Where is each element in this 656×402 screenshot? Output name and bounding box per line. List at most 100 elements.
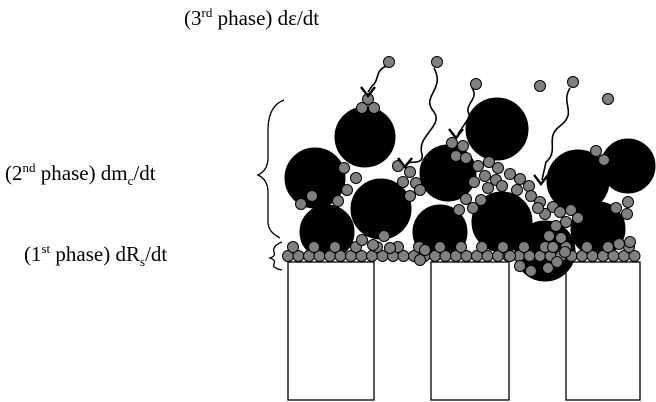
small-particle	[378, 230, 390, 242]
small-particle	[434, 241, 446, 253]
small-particle	[475, 194, 487, 206]
arrowhead	[448, 128, 464, 140]
small-particle	[362, 93, 374, 105]
small-particle	[368, 102, 380, 114]
large-particle	[465, 97, 529, 161]
small-particle	[581, 241, 593, 253]
small-particle	[624, 236, 636, 248]
small-particle	[457, 140, 469, 152]
small-particle	[492, 162, 504, 174]
arrowhead	[360, 86, 376, 98]
small-particle	[308, 241, 320, 253]
small-particle	[555, 232, 567, 244]
phase2-brace	[256, 99, 285, 239]
small-particle	[356, 234, 368, 246]
particle-trajectory	[405, 67, 439, 165]
small-particle	[472, 160, 484, 172]
small-particles	[282, 56, 641, 277]
support-pillar	[287, 261, 375, 401]
particle-trajectory	[541, 87, 571, 181]
phase2-label: (2nd phase) dmc/dt	[5, 160, 156, 188]
arrowhead	[397, 157, 413, 169]
small-particle	[532, 202, 544, 214]
small-particle	[497, 241, 509, 253]
small-particle	[534, 80, 546, 92]
small-particle	[598, 154, 610, 166]
support-pillar	[430, 261, 510, 401]
support-pillar	[565, 261, 641, 401]
small-particle	[414, 184, 426, 196]
small-particle	[295, 198, 307, 210]
small-particle	[329, 241, 341, 253]
large-particle	[334, 106, 396, 168]
small-particle	[431, 56, 443, 68]
small-particle	[622, 196, 634, 208]
small-particle	[560, 216, 572, 228]
small-particle	[397, 176, 409, 188]
small-particle	[621, 208, 633, 220]
small-particle	[550, 220, 562, 232]
large-particle	[600, 138, 656, 194]
small-particle	[610, 202, 622, 214]
arrowhead	[533, 174, 549, 186]
small-particle	[496, 180, 508, 192]
small-particle	[460, 152, 472, 164]
small-particle	[514, 173, 526, 185]
small-particle	[338, 162, 350, 174]
small-particle	[468, 176, 480, 188]
small-particle	[525, 190, 537, 202]
small-particle	[367, 239, 379, 251]
small-particle	[453, 204, 465, 216]
phase1-brace	[267, 241, 283, 271]
small-particle	[446, 137, 458, 149]
small-particle	[455, 241, 467, 253]
small-particle	[404, 190, 416, 202]
small-particle	[628, 250, 641, 262]
small-particle	[482, 182, 494, 194]
small-particle	[525, 265, 537, 277]
small-particle	[479, 170, 491, 182]
small-particle	[613, 238, 625, 250]
small-particle	[602, 93, 614, 105]
small-particle	[554, 206, 566, 218]
small-particle	[572, 212, 584, 224]
small-particle	[559, 246, 571, 258]
small-particle	[470, 78, 482, 90]
small-particle	[504, 168, 516, 180]
small-particle	[567, 76, 579, 88]
small-particle	[483, 156, 495, 168]
small-particle	[414, 254, 426, 266]
small-particle	[542, 262, 554, 274]
small-particle	[356, 102, 368, 114]
particle-trajectory	[457, 87, 475, 135]
small-particle	[514, 260, 526, 272]
small-particle	[306, 190, 318, 202]
small-particle	[404, 166, 416, 178]
filter-support	[287, 261, 641, 401]
small-particle	[450, 150, 462, 162]
small-particle	[287, 241, 299, 253]
phase3-label: (3rd phase) dε/dt	[184, 5, 319, 30]
phase1-label: (1st phase) dRs/dt	[24, 241, 167, 269]
small-particle	[504, 250, 516, 262]
small-particle	[518, 241, 530, 253]
small-particle	[602, 241, 614, 253]
small-particle	[565, 204, 577, 216]
particle-trajectories	[360, 65, 571, 186]
small-particle	[511, 184, 523, 196]
small-particle	[476, 241, 488, 253]
small-particle	[350, 172, 362, 184]
small-particle	[460, 193, 472, 205]
small-particle	[383, 56, 395, 68]
small-particle	[523, 180, 535, 192]
small-particle	[419, 244, 431, 256]
particle-trajectory	[367, 65, 387, 93]
small-particle	[590, 145, 602, 157]
small-particle	[467, 202, 479, 214]
small-particle	[543, 230, 555, 242]
small-particle	[547, 241, 559, 253]
small-particle	[551, 256, 563, 268]
large-particle	[350, 178, 412, 240]
